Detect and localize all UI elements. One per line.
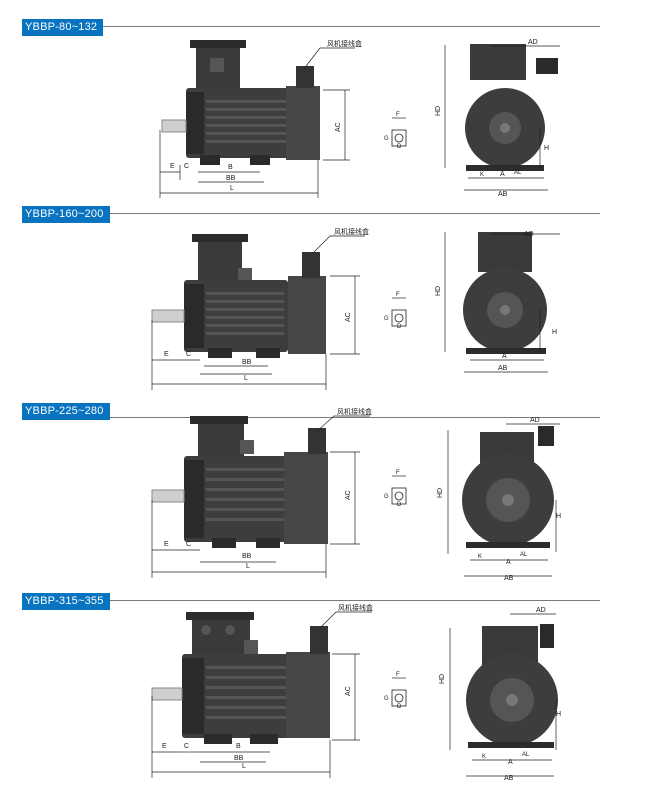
dim-label-f: F <box>396 470 400 476</box>
dim-label-f: F <box>396 112 400 118</box>
section-divider <box>22 213 600 214</box>
motor-side-view <box>151 234 326 358</box>
shaft-key-detail <box>391 475 407 505</box>
motor-side-view <box>161 40 320 165</box>
shaft-key-detail <box>391 117 407 147</box>
shaft-key-detail <box>391 677 407 707</box>
dim-label-c: C <box>186 541 191 548</box>
dim-label-f: F <box>396 292 400 298</box>
dim-label-hd: HD <box>435 286 442 296</box>
dim-label-c: C <box>186 351 191 358</box>
motor-front-view <box>465 44 558 171</box>
dim-label-b: B <box>228 164 233 171</box>
dim-label-ab: AB <box>504 575 514 582</box>
dim-label-bb: BB <box>242 359 252 366</box>
dim-label-hd: HD <box>439 674 446 684</box>
dim-label-a: A <box>500 171 505 178</box>
motor-front-view <box>466 624 558 748</box>
dim-label-g: G <box>384 494 389 500</box>
dim-label-al: AL <box>522 752 530 758</box>
dim-label-hd: HD <box>435 106 442 116</box>
dim-label-f: F <box>396 672 400 678</box>
motor-front-view <box>462 426 554 548</box>
section-title-tag: YBBP-160~200 <box>22 206 110 223</box>
section-title-tag: YBBP-225~280 <box>22 403 110 420</box>
dim-label-h: H <box>556 513 561 520</box>
dim-label-ad: AD <box>524 231 534 238</box>
dim-label-g: G <box>384 136 389 142</box>
dim-label-h: H <box>552 329 557 336</box>
dim-label-k: K <box>478 554 482 560</box>
dim-label-e: E <box>162 743 167 750</box>
dim-label-ab: AB <box>498 365 508 372</box>
dim-label-k: K <box>480 172 484 178</box>
fan-junction-box-label: 风机接线盒 <box>327 39 362 48</box>
dim-label-bb: BB <box>234 755 244 762</box>
dim-label-g: G <box>384 696 389 702</box>
dim-label-c: C <box>184 163 189 170</box>
dim-label-d: D <box>397 324 402 330</box>
dim-label-l: L <box>242 763 246 770</box>
dim-label-d: D <box>397 502 402 508</box>
dim-label-ad: AD <box>528 39 538 46</box>
dim-label-l: L <box>230 185 234 192</box>
section-title-tag: YBBP-80~132 <box>22 19 104 36</box>
motor-side-view <box>151 416 328 548</box>
fan-junction-box-label: 风机接线盒 <box>334 227 369 236</box>
dim-label-g: G <box>384 316 389 322</box>
dim-label-d: D <box>397 144 402 150</box>
dim-label-a: A <box>502 353 507 360</box>
shaft-key-detail <box>391 297 407 327</box>
dim-label-l: L <box>246 563 250 570</box>
motor-drawing-1: 风机接线盒 AC L B BB E C F G D AD HD <box>159 39 560 198</box>
dim-label-a: A <box>508 759 513 766</box>
motor-front-view <box>463 232 547 354</box>
section-divider <box>22 26 600 27</box>
dim-label-c: C <box>184 743 189 750</box>
dim-label-l: L <box>244 375 248 382</box>
section-divider <box>22 600 600 601</box>
section-divider <box>22 417 600 418</box>
dim-label-bb: BB <box>226 175 236 182</box>
dim-label-e: E <box>170 163 175 170</box>
dim-label-bb: BB <box>242 553 252 560</box>
dim-label-k: K <box>482 754 486 760</box>
dim-label-h: H <box>544 145 549 152</box>
dim-label-h: H <box>556 711 561 718</box>
dim-label-ac: AC <box>345 490 352 500</box>
dim-label-b: B <box>236 743 241 750</box>
fan-junction-box-label: 风机接线盒 <box>337 407 372 416</box>
dim-label-ac: AC <box>335 122 342 132</box>
dim-label-ad: AD <box>530 417 540 424</box>
dim-label-e: E <box>164 351 169 358</box>
dim-label-hd: HD <box>437 488 444 498</box>
dim-label-d: D <box>397 704 402 710</box>
dim-label-ab: AB <box>498 191 508 198</box>
dim-label-ac: AC <box>345 312 352 322</box>
dim-label-al: AL <box>520 552 528 558</box>
dim-label-ad: AD <box>536 607 546 614</box>
dim-label-ab: AB <box>504 775 514 782</box>
dim-label-a: A <box>506 559 511 566</box>
dim-label-al: AL <box>514 170 522 176</box>
section-title-tag: YBBP-315~355 <box>22 593 110 610</box>
motor-side-view <box>151 612 330 744</box>
dim-label-ac: AC <box>345 686 352 696</box>
dim-label-e: E <box>164 541 169 548</box>
fan-junction-box-label: 风机接线盒 <box>338 603 373 612</box>
